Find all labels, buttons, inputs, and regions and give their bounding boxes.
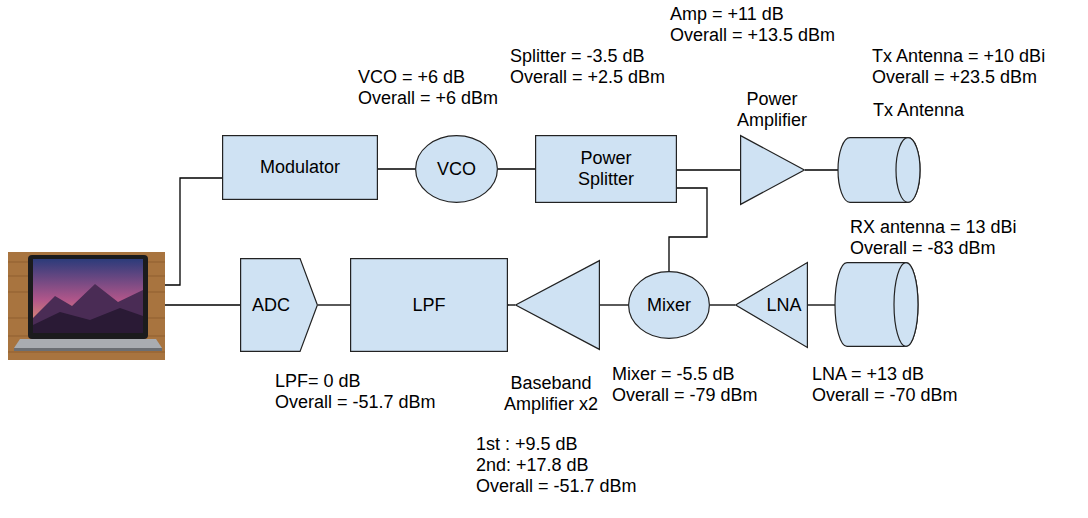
value-annotation: Overall = -51.7 dBm — [476, 476, 637, 497]
mixer-circle: Mixer — [628, 271, 710, 339]
value-annotation: Overall = +2.5 dBm — [510, 67, 665, 88]
value-annotation: 2nd: +17.8 dB — [476, 455, 589, 476]
value-annotation: Amp = +11 dB — [670, 4, 784, 25]
amplifier-triangle-outline — [515, 260, 600, 350]
laptop-photo — [8, 252, 165, 360]
laptop-bezel — [28, 255, 148, 339]
node-label: VCO — [437, 159, 476, 180]
amplifier-triangle-outline — [740, 135, 805, 205]
signal-wire — [508, 304, 515, 305]
signal-wire — [710, 304, 735, 305]
node-label: Tx Antenna — [873, 100, 964, 121]
laptop-screen — [33, 259, 143, 333]
amplifier-triangle: Power Amplifier — [722, 88, 822, 205]
wood-ground — [8, 252, 165, 360]
amplifier-triangle: Baseband Amplifier x2 — [490, 260, 612, 415]
antenna-cylinder-outline — [838, 137, 920, 203]
node-label: LNA — [766, 295, 801, 316]
laptop-base-edge — [14, 348, 162, 351]
value-annotation: 1st : +9.5 dB — [476, 434, 578, 455]
value-annotation: Mixer = -5.5 dB — [612, 364, 735, 385]
signal-wire — [805, 169, 838, 170]
value-annotation: Overall = -83 dBm — [850, 238, 996, 259]
signal-wire — [318, 304, 350, 305]
signal-wire — [498, 168, 535, 169]
node-label: Modulator — [260, 157, 340, 178]
node-label: Baseband Amplifier x2 — [490, 373, 612, 415]
signal-wire — [378, 168, 415, 169]
node-label: LPF — [412, 295, 445, 316]
wire — [165, 178, 222, 285]
modulator-box: Modulator — [222, 135, 378, 200]
screen-mountain — [33, 284, 143, 333]
node-label: Mixer — [647, 295, 691, 316]
value-annotation: RX antenna = 13 dBi — [850, 217, 1017, 238]
value-annotation: Splitter = -3.5 dB — [510, 46, 645, 67]
value-annotation: Overall = +6 dBm — [358, 88, 498, 109]
node-label: Power Splitter — [556, 148, 656, 190]
value-annotation: Overall = -70 dBm — [812, 385, 958, 406]
wire — [165, 304, 240, 305]
node-label: ADC — [252, 295, 290, 316]
node-label: Power Amplifier — [722, 89, 822, 131]
value-annotation: Overall = -79 dBm — [612, 385, 758, 406]
adc-block: ADC — [240, 258, 318, 352]
laptop-base — [14, 339, 162, 348]
value-annotation: Overall = +23.5 dBm — [872, 67, 1037, 88]
wire — [806, 304, 835, 305]
filter-box: LPF — [350, 258, 508, 352]
value-annotation: VCO = +6 dB — [358, 67, 465, 88]
signal-wire — [677, 169, 740, 170]
signal-wire — [600, 304, 628, 305]
vco-circle: VCO — [415, 135, 498, 203]
value-annotation: Overall = -51.7 dBm — [275, 392, 436, 413]
screen-mountain — [33, 308, 143, 333]
lna-triangle: LNA — [735, 262, 808, 348]
rx-antenna-cylinder — [835, 263, 918, 347]
value-annotation: LPF= 0 dB — [275, 371, 361, 392]
value-annotation: Tx Antenna = +10 dBi — [872, 46, 1045, 67]
antenna-cylinder: Tx Antenna — [836, 98, 971, 205]
splitter-box: Power Splitter — [535, 135, 677, 203]
value-annotation: LNA = +13 dB — [812, 364, 924, 385]
value-annotation: Overall = +13.5 dBm — [670, 25, 835, 46]
